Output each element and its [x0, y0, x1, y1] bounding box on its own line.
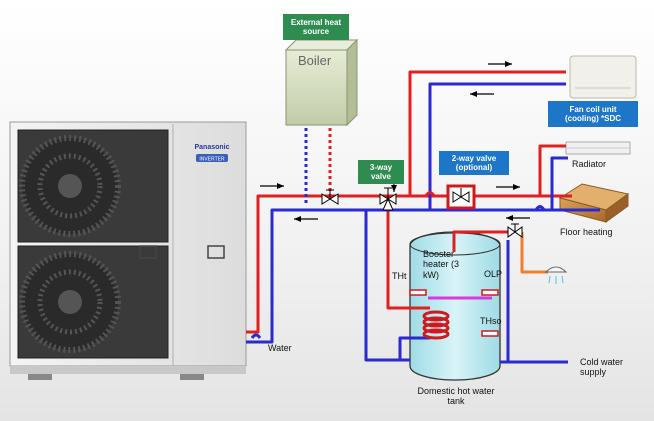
inverter-badge [196, 154, 228, 162]
three-way-valve-icon [379, 187, 397, 211]
hot-pipe-to-tap [452, 230, 508, 252]
cold-pipe-from-radiator [550, 156, 568, 210]
two-way-valve-icon [446, 184, 476, 210]
boiler-valve-icon [321, 189, 339, 205]
cold-pipe-riser-fancoil [428, 82, 566, 210]
handle-right [207, 245, 225, 259]
brand-logo: Panasonic [194, 144, 229, 151]
tank-label: Domestic hot water tank [417, 386, 495, 407]
tap-pipe [520, 232, 548, 274]
shower-head-icon [544, 266, 568, 284]
hot-pipe-to-radiator [538, 144, 566, 196]
external-heat-source-label: External heat source [283, 14, 349, 40]
fan-coil-unit [569, 55, 637, 99]
handle-left [139, 245, 157, 259]
tht-sensor [409, 289, 427, 296]
flow-arrows [260, 61, 530, 222]
water-label: Water [268, 343, 292, 353]
cold-water-supply-label: Cold water supply [580, 357, 624, 378]
floor-heating-label: Floor heating [560, 227, 613, 237]
hot-pipe-riser-fancoil [408, 70, 566, 196]
boiler-label: Boiler [298, 53, 332, 68]
tht-label: THt [392, 271, 407, 281]
thso-label: THso [480, 316, 502, 326]
hot-pipe-hp-to-main [246, 194, 572, 334]
radiator [565, 141, 631, 155]
cold-pipe-return-to-hp [246, 208, 600, 344]
cold-pipe-tank-return [364, 210, 410, 362]
hot-pipe-to-coil [386, 196, 430, 310]
booster-heater-label: Booster heater (3 kW) [423, 249, 460, 280]
olp-sensor [481, 289, 499, 296]
inverter-label: INVERTER [199, 157, 225, 163]
tap-valve-icon [507, 223, 523, 238]
olp-label: OLP [484, 269, 503, 279]
fan-grille-lower [17, 245, 169, 359]
floor-heating [558, 183, 630, 223]
heat-pump-unit: Panasonic INVERTER [9, 121, 247, 380]
boiler [284, 38, 359, 127]
three-way-valve-label: 3-way valve [358, 160, 404, 184]
pipes [246, 70, 600, 364]
radiator-label: Radiator [572, 159, 607, 169]
heat-exchanger-coil [422, 310, 450, 340]
fan-grille-upper [17, 129, 169, 243]
cold-pipe-coil-return [398, 336, 430, 360]
thso-sensor [481, 330, 499, 337]
fan-coil-unit-label: Fan coil unit (cooling) *SDC [548, 101, 638, 127]
two-way-valve-label: 2-way valve (optional) [439, 151, 509, 175]
